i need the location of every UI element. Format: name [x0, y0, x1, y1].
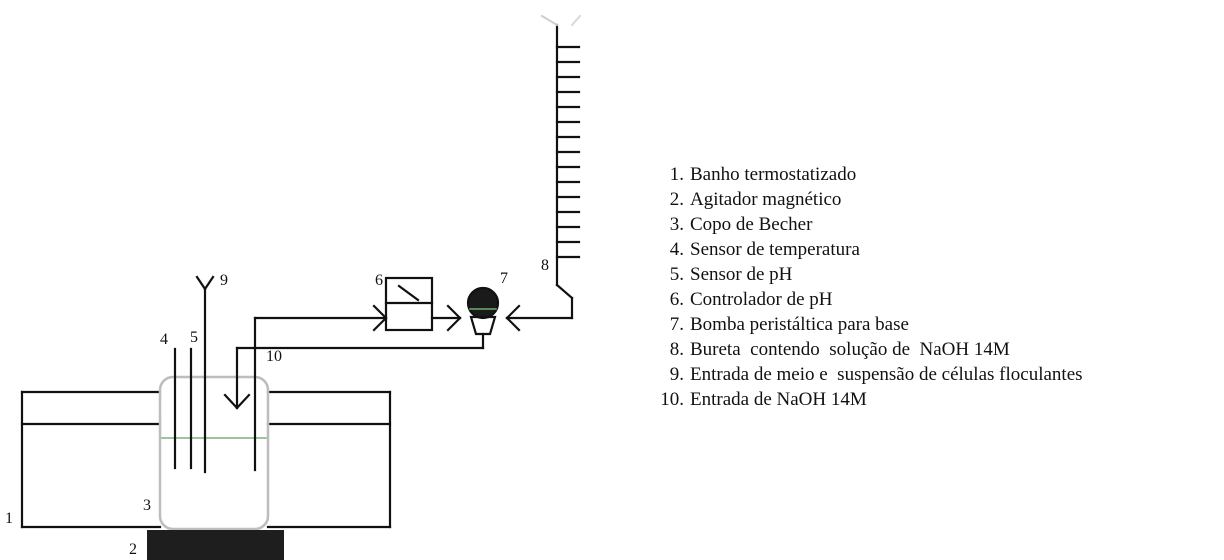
- legend-item: 2.Agitador magnético: [669, 189, 842, 210]
- callout-4: 4: [160, 331, 168, 348]
- burette: [540, 14, 582, 300]
- callout-2: 2: [129, 541, 137, 558]
- legend-item: 4.Sensor de temperatura: [669, 239, 860, 260]
- magnetic-stirrer: [147, 530, 284, 560]
- legend-item: 7.Bomba peristáltica para base: [669, 314, 909, 335]
- medium-inlet: [195, 275, 215, 474]
- legend-item: 3.Copo de Becher: [669, 214, 813, 235]
- naoh-inlet-tube: [223, 332, 485, 410]
- callout-7: 7: [500, 270, 508, 287]
- ph-controller: [384, 276, 434, 332]
- callout-5: 5: [190, 329, 198, 346]
- burette-pump-line: [505, 296, 574, 332]
- peristaltic-pump: [466, 286, 500, 336]
- controller-feed-line: [253, 304, 388, 332]
- thermostatic-bath: [20, 390, 392, 529]
- legend-item: 5.Sensor de pH: [669, 264, 793, 285]
- controller-pump-line: [430, 304, 462, 332]
- legend-item: 10.Entrada de NaOH 14M: [660, 389, 867, 410]
- legend-item: 6.Controlador de pH: [669, 289, 833, 310]
- beaker: [158, 375, 270, 531]
- callout-6: 6: [375, 272, 383, 289]
- callout-9: 9: [220, 272, 228, 289]
- callout-10: 10: [266, 348, 282, 365]
- callout-3: 3: [143, 497, 151, 514]
- callout-8: 8: [541, 257, 549, 274]
- legend: 1.Banho termostatizado 2.Agitador magnét…: [650, 162, 1083, 412]
- legend-item: 1.Banho termostatizado: [669, 164, 857, 185]
- legend-item: 9.Entrada de meio e suspensão de células…: [669, 364, 1083, 385]
- callout-1: 1: [5, 510, 13, 527]
- legend-item: 8.Bureta contendo solução de NaOH 14M: [669, 339, 1010, 360]
